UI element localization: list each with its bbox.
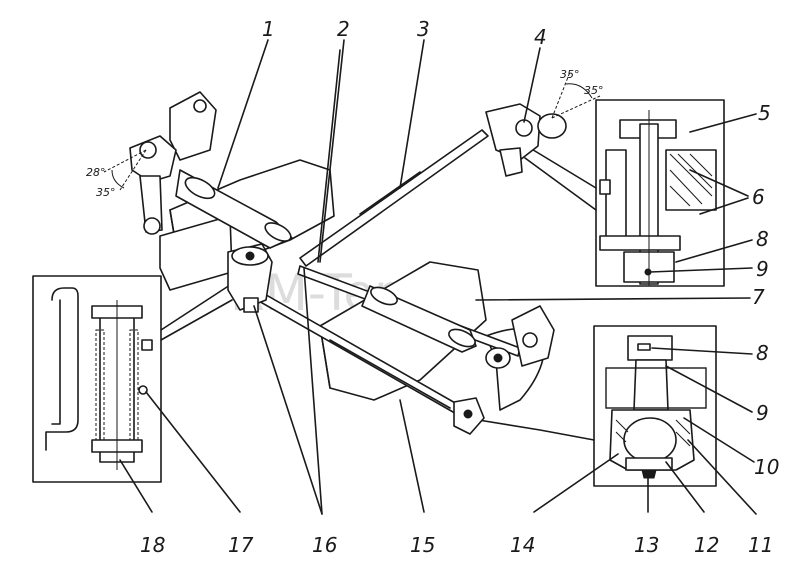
inset-left-detail — [32, 275, 162, 483]
inset-right-lower-detail — [593, 325, 717, 487]
callout-9-lower: 9 — [756, 401, 769, 425]
callout-3: 3 — [417, 17, 430, 41]
callout-4: 4 — [534, 25, 547, 49]
callout-14: 14 — [510, 533, 535, 557]
angle-annotation-right: 35° 35° — [551, 68, 604, 119]
angle-annotation-left: 28° 35° — [86, 149, 147, 199]
callout-13: 13 — [634, 533, 659, 557]
callout-6: 6 — [752, 185, 765, 209]
callout-9-upper: 9 — [756, 257, 769, 281]
callout-2: 2 — [337, 17, 350, 41]
callout-labels: 1 2 3 4 5 6 7 8 9 8 9 10 11 12 13 14 15 … — [140, 17, 779, 557]
inset-right-upper-detail — [595, 99, 725, 287]
callout-1: 1 — [262, 17, 275, 41]
callout-16: 16 — [312, 533, 337, 557]
steering-assembly — [129, 49, 567, 435]
callout-7: 7 — [752, 285, 765, 309]
callout-leaders — [119, 39, 757, 515]
angle-label-right-b: 35° — [584, 84, 604, 97]
callout-10: 10 — [754, 455, 779, 479]
inset-left-leader — [160, 284, 231, 331]
callout-8-upper: 8 — [756, 227, 769, 251]
callout-17: 17 — [228, 533, 254, 557]
callout-11: 11 — [748, 533, 773, 557]
callout-8-lower: 8 — [756, 341, 769, 365]
callout-15: 15 — [410, 533, 435, 557]
angle-label-right-a: 35° — [560, 68, 580, 81]
angle-label-left-lower: 35° — [96, 186, 116, 199]
callout-5: 5 — [758, 101, 771, 125]
callout-18: 18 — [140, 533, 165, 557]
angle-label-left-upper: 28° — [86, 166, 106, 179]
callout-12: 12 — [694, 533, 719, 557]
